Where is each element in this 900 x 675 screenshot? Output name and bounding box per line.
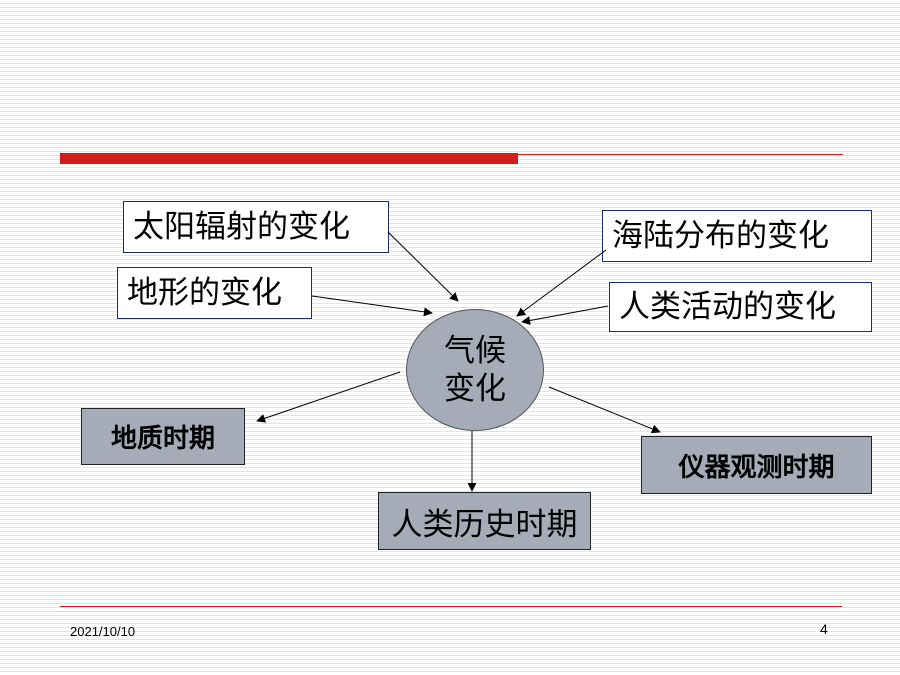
period-box-instrument: 仪器观测时期 xyxy=(641,436,872,494)
footer-date: 2021/10/10 xyxy=(70,624,136,639)
title-accent-line xyxy=(518,154,843,155)
period-label-historic: 人类历史时期 xyxy=(391,506,578,543)
arrow-land-sea-to-center xyxy=(516,249,607,317)
center-label-line2: 变化 xyxy=(444,371,506,407)
center-label-line1: 气候 xyxy=(444,333,506,369)
period-box-geologic: 地质时期 xyxy=(81,408,245,465)
cause-box-solar: 太阳辐射的变化 xyxy=(123,201,389,253)
period-label-geologic: 地质时期 xyxy=(110,424,215,454)
footer-divider xyxy=(60,606,842,607)
title-accent-bar xyxy=(60,153,518,164)
climate-change-node: 气候 变化 xyxy=(406,309,544,431)
page-number: 4 xyxy=(820,621,828,637)
period-label-instrument: 仪器观测时期 xyxy=(678,452,835,483)
arrow-human-to-center xyxy=(521,305,609,325)
arrow-center-to-geologic xyxy=(256,371,401,423)
arrow-solar-to-center xyxy=(387,231,459,302)
arrow-terrain-to-center xyxy=(311,295,433,317)
cause-box-human: 人类活动的变化 xyxy=(609,282,872,332)
cause-label-solar: 太阳辐射的变化 xyxy=(133,208,350,245)
period-box-historic: 人类历史时期 xyxy=(378,492,591,550)
cause-label-terrain: 地形的变化 xyxy=(127,274,282,311)
arrow-center-to-instrument xyxy=(548,386,661,434)
cause-box-terrain: 地形的变化 xyxy=(117,267,312,319)
cause-label-human: 人类活动的变化 xyxy=(619,288,836,325)
cause-label-land-sea: 海陆分布的变化 xyxy=(612,217,829,254)
cause-box-land-sea: 海陆分布的变化 xyxy=(602,210,872,262)
